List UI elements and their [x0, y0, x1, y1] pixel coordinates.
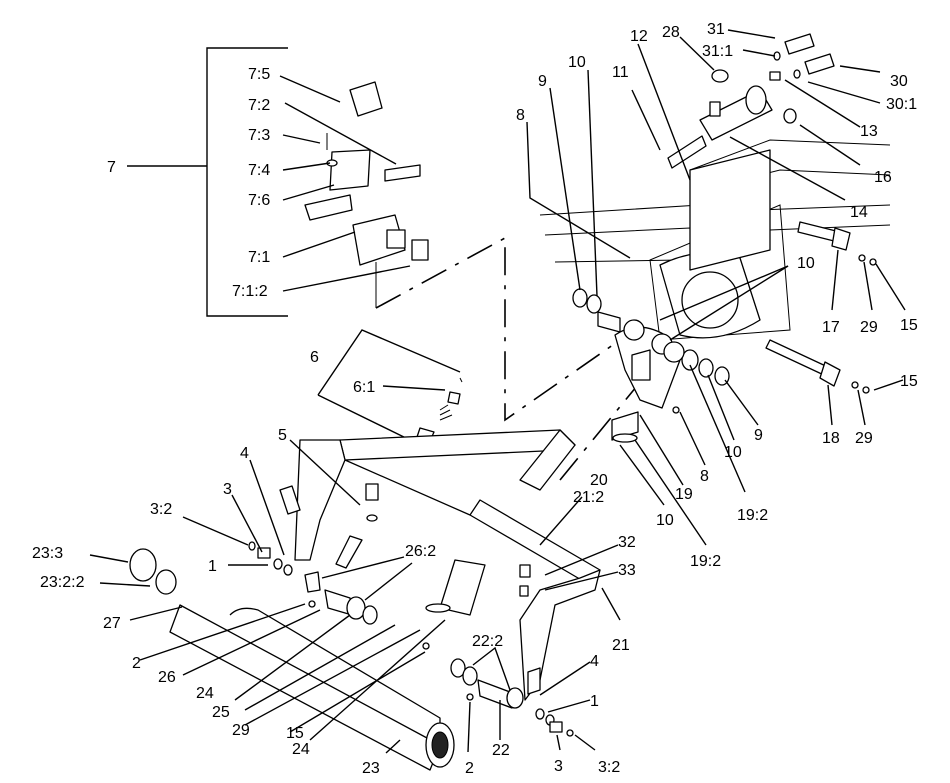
callout: 15 [900, 373, 918, 390]
callout: 1 [208, 558, 217, 575]
hydraulic-cylinder [667, 69, 797, 169]
callout: 11 [612, 64, 629, 81]
callout: 12 [630, 28, 648, 45]
callout: 26:2 [405, 543, 436, 560]
callout: 3 [554, 758, 563, 775]
callout: 19 [675, 486, 693, 503]
callout: 6 [310, 349, 319, 366]
assembly-6-bracket [317, 329, 461, 441]
callout: 24 [292, 741, 310, 758]
callout: 9 [754, 427, 763, 444]
callout: 26 [158, 669, 176, 686]
leader-lines [89, 29, 906, 754]
lift-arm-7 [304, 81, 429, 266]
callout: 7:5 [248, 66, 270, 83]
callout: 2 [465, 760, 474, 777]
callout: 14 [850, 204, 868, 221]
callout: 30 [890, 73, 908, 90]
callout: 23 [362, 760, 380, 777]
callout: 3 [223, 481, 232, 498]
callout: 7:6 [248, 192, 270, 209]
callout: 16 [874, 169, 892, 186]
callout: 28 [662, 24, 680, 41]
callout: 10 [656, 512, 674, 529]
yoke-19 [611, 319, 685, 443]
callout: 19:2 [690, 553, 721, 570]
callout: 8 [516, 107, 525, 124]
callout: 32 [618, 534, 636, 551]
assembly-7-bracket [127, 47, 288, 317]
pins [765, 221, 877, 394]
callout: 19:2 [737, 507, 768, 524]
callout: 24 [196, 685, 214, 702]
callout: 15 [900, 317, 918, 334]
callout: 7:3 [248, 127, 270, 144]
callout: 3:2 [150, 501, 172, 518]
callout: 30:1 [886, 96, 917, 113]
callout: 21 [612, 637, 630, 654]
main-frame-20 [294, 429, 601, 701]
callout: 31:1 [702, 43, 733, 60]
callout: 23:3 [32, 545, 63, 562]
hoses [773, 33, 835, 79]
callout: 17 [822, 319, 840, 336]
callout: 22:2 [472, 633, 503, 650]
callout: 5 [278, 427, 287, 444]
callout: 3:2 [598, 759, 620, 776]
callout: 21:2 [573, 489, 604, 506]
callout: 7:4 [248, 162, 270, 179]
callout: 4 [590, 653, 599, 670]
tube-24 [422, 559, 486, 650]
lower-right-parts [450, 564, 574, 737]
callout: 2 [132, 655, 141, 672]
callout: 10 [568, 54, 586, 71]
callout: 10 [797, 255, 815, 272]
callout: 7:1:2 [232, 283, 268, 300]
callout: 10 [724, 444, 742, 461]
upper-washers [572, 288, 730, 386]
callout: 22 [492, 742, 510, 759]
callout: 7:1 [248, 249, 270, 266]
callout: 7 [107, 159, 116, 176]
callout: 9 [538, 73, 547, 90]
callout: 7:2 [248, 97, 270, 114]
callout: 20 [590, 472, 608, 489]
callout: 15 [286, 725, 304, 742]
callout: 4 [240, 445, 249, 462]
callout: 1 [590, 693, 599, 710]
callout: 33 [618, 562, 636, 579]
callout: 29 [232, 722, 250, 739]
callout: 25 [212, 704, 230, 721]
tractor-frame [539, 139, 891, 341]
callout: 18 [822, 430, 840, 447]
callout: 13 [860, 123, 878, 140]
callout: 27 [103, 615, 121, 632]
callout: 23:2:2 [40, 574, 85, 591]
left-arm-parts [248, 483, 379, 625]
callout: 29 [855, 430, 873, 447]
callout: 6:1 [353, 379, 375, 396]
callout: 29 [860, 319, 878, 336]
callout-labels: 7 7:5 7:2 7:3 7:4 7:6 7:1 7:1:2 6 6:1 5 … [32, 21, 918, 777]
callout: 8 [700, 468, 709, 485]
callout: 31 [707, 21, 725, 38]
